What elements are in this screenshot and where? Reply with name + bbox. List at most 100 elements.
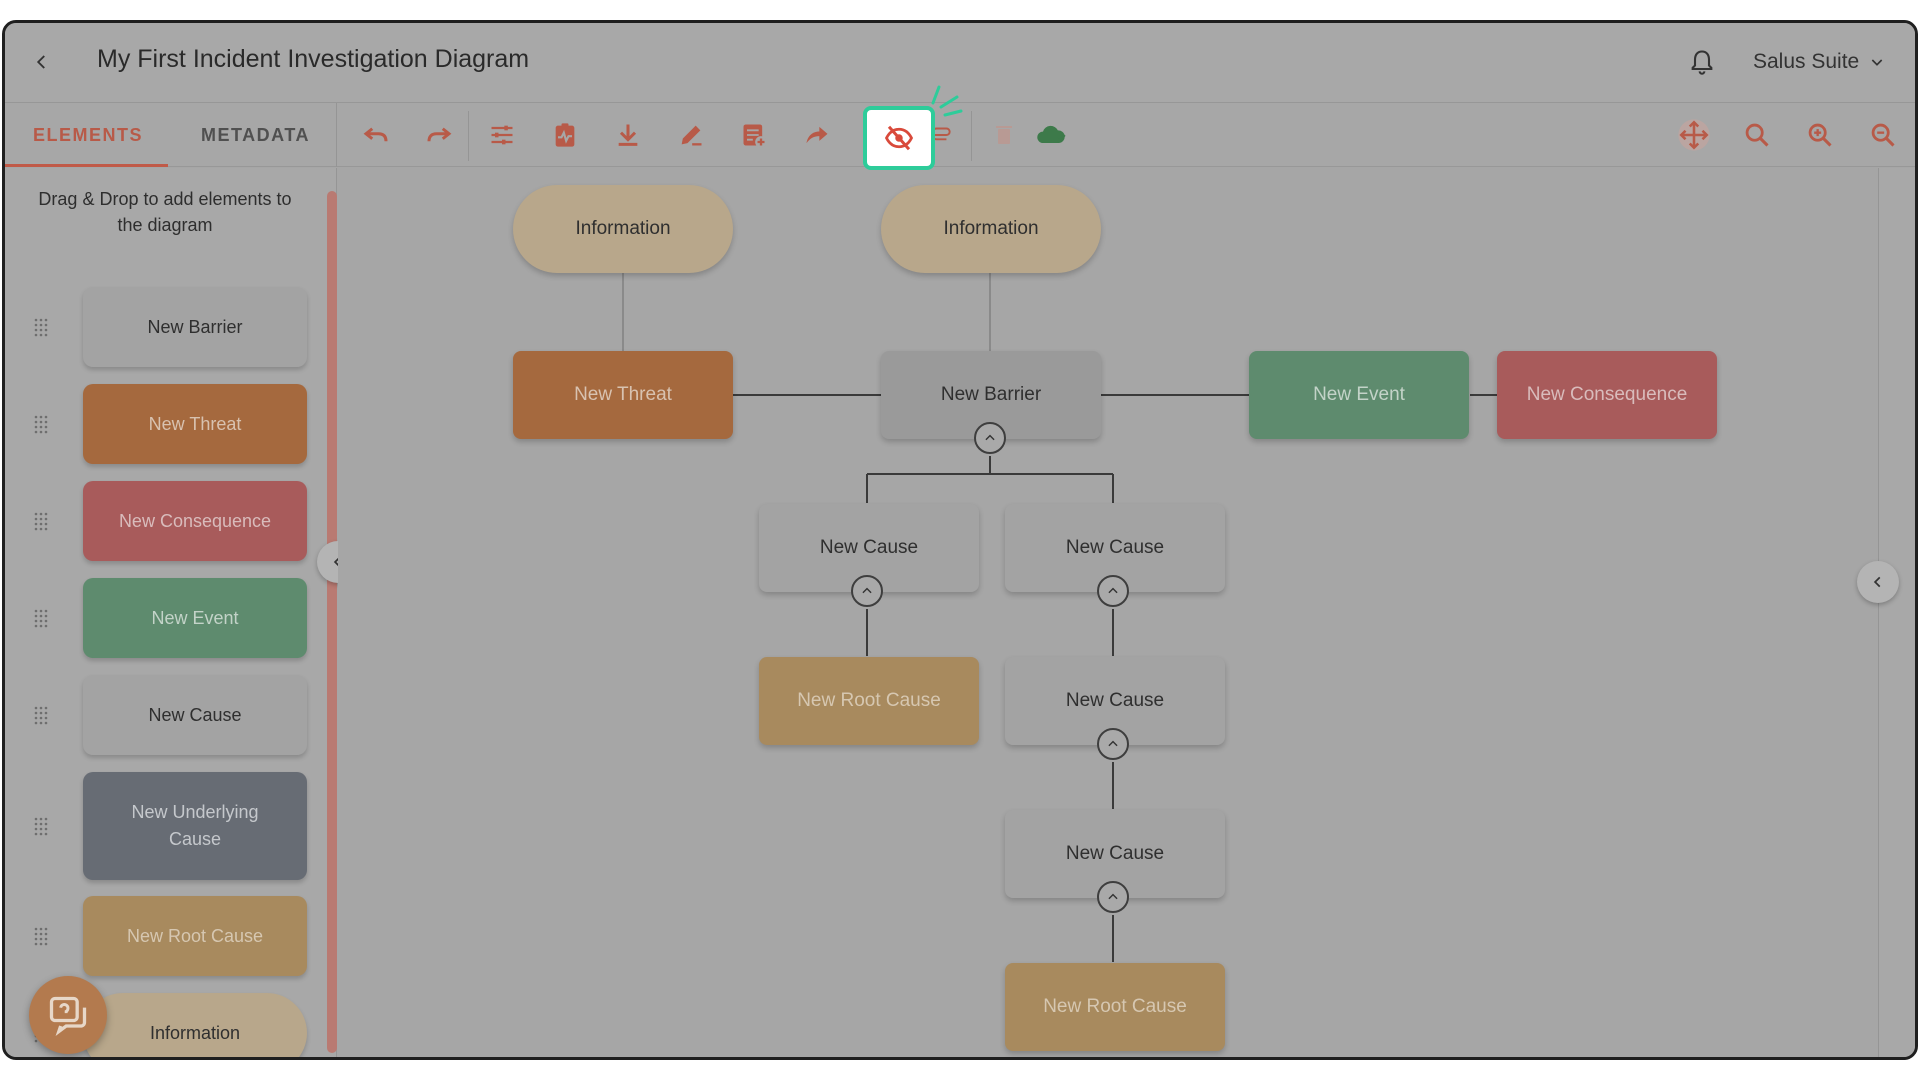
expand-right-panel-button[interactable] — [1857, 561, 1899, 603]
download-button[interactable] — [606, 113, 650, 157]
collapse-toggle[interactable] — [1097, 881, 1129, 913]
collapse-toggle[interactable] — [1097, 728, 1129, 760]
eye-off-icon — [884, 125, 914, 151]
diagram-node-root1[interactable]: New Root Cause — [759, 657, 979, 745]
panel-hint: Drag & Drop to add elements to the diagr… — [38, 189, 292, 235]
diagram-node-label: New Cause — [1065, 537, 1165, 558]
diagram-node-cause3[interactable]: New Cause — [1005, 657, 1225, 745]
toolbar: ELEMENTS METADATA — [5, 103, 1915, 167]
diagram-node-label: New Cause — [819, 537, 919, 558]
panel-tabs: ELEMENTS METADATA — [5, 103, 337, 167]
chevron-down-icon — [1871, 59, 1883, 66]
add-note-button[interactable] — [732, 113, 776, 157]
toggle-visibility-button[interactable] — [863, 106, 935, 170]
diagram-node-consequence[interactable]: New Consequence — [1497, 351, 1717, 439]
zoom-in-icon — [1808, 123, 1832, 147]
edit-button[interactable] — [669, 113, 713, 157]
clipboard-pulse-icon — [555, 123, 575, 147]
palette-item[interactable]: New Root Cause — [83, 896, 307, 976]
elements-panel: Drag & Drop to add elements to the diagr… — [5, 168, 337, 1057]
toolbar-divider — [971, 111, 972, 161]
settings-sliders-button[interactable] — [480, 113, 524, 157]
diagram-node-event[interactable]: New Event — [1249, 351, 1469, 439]
chevron-up-icon — [1108, 893, 1118, 900]
drag-handle-icon[interactable] — [33, 511, 49, 531]
delete-button[interactable] — [982, 113, 1026, 157]
chevron-left-icon — [1873, 576, 1881, 588]
drag-handle-icon[interactable] — [33, 705, 49, 725]
palette-item[interactable]: New Threat — [83, 384, 307, 464]
search-button[interactable] — [1735, 113, 1779, 157]
drag-handle-icon[interactable] — [33, 608, 49, 628]
chevron-up-icon — [862, 587, 872, 594]
tune-icon — [491, 125, 513, 145]
page-title: My First Incident Investigation Diagram — [97, 45, 530, 73]
chevron-up-icon — [1108, 740, 1118, 747]
help-chat-button[interactable] — [29, 976, 107, 1054]
diagram-node-label: New Root Cause — [1043, 996, 1187, 1017]
right-panel-strip — [1878, 168, 1915, 1057]
zoom-in-button[interactable] — [1798, 113, 1842, 157]
click-spark-icon — [931, 85, 963, 117]
collapse-toggle[interactable] — [974, 422, 1006, 454]
palette-item-label: New Event — [151, 607, 239, 628]
share-arrow-icon — [806, 126, 828, 144]
diagram-node-label: Information — [575, 218, 671, 239]
tab-metadata[interactable]: METADATA — [201, 125, 310, 145]
pencil-icon — [681, 125, 702, 146]
pan-move-button[interactable] — [1672, 113, 1716, 157]
app-window: My First Incident Investigation Diagram … — [2, 20, 1918, 1060]
palette-item[interactable]: New Consequence — [83, 481, 307, 561]
diagram-node-label: New Threat — [574, 384, 672, 405]
palette-item-label: New Underlying Cause — [131, 802, 259, 849]
palette-item-label: Information — [149, 1022, 241, 1043]
download-icon — [618, 124, 638, 146]
drag-handle-icon[interactable] — [33, 926, 49, 946]
org-name: Salus Suite — [1753, 50, 1860, 73]
diagram-node-info2[interactable]: Information — [881, 185, 1101, 273]
diagram-node-label: Information — [943, 218, 1039, 239]
chevron-left-icon — [36, 55, 45, 69]
notifications-button[interactable] — [1685, 45, 1719, 79]
collapse-toggle[interactable] — [851, 575, 883, 607]
report-clipboard-button[interactable] — [543, 113, 587, 157]
search-icon — [1745, 123, 1769, 147]
diagram-node-root2[interactable]: New Root Cause — [1005, 963, 1225, 1051]
undo-icon — [363, 127, 388, 142]
org-switcher[interactable]: Salus Suite — [1753, 50, 1885, 74]
active-tab-indicator — [5, 164, 168, 167]
drag-handle-icon[interactable] — [33, 317, 49, 337]
undo-button[interactable] — [354, 113, 398, 157]
tab-elements[interactable]: ELEMENTS — [33, 125, 144, 145]
diagram-node-label: New Root Cause — [797, 690, 941, 711]
diagram-node-label: New Cause — [1065, 690, 1165, 711]
bell-icon — [1691, 50, 1713, 75]
palette-item[interactable]: New Cause — [83, 675, 307, 755]
chevron-up-icon — [1108, 587, 1118, 594]
palette-item[interactable]: New Event — [83, 578, 307, 658]
share-button[interactable] — [795, 113, 839, 157]
trash-icon — [996, 126, 1012, 144]
chevron-up-icon — [985, 434, 995, 441]
cloud-sync-status[interactable] — [1029, 113, 1073, 157]
chat-help-icon — [49, 996, 87, 1036]
redo-button[interactable] — [417, 113, 461, 157]
drag-handle-icon[interactable] — [33, 816, 49, 836]
palette-item-label: New Cause — [148, 704, 242, 725]
diagram-canvas[interactable] — [338, 168, 1878, 1057]
back-button[interactable] — [27, 47, 57, 77]
drag-handle-icon[interactable] — [33, 414, 49, 434]
zoom-out-icon — [1871, 123, 1895, 147]
diagram-node-threat[interactable]: New Threat — [513, 351, 733, 439]
zoom-out-button[interactable] — [1861, 113, 1905, 157]
panel-scrollbar[interactable] — [327, 191, 337, 1053]
palette-item[interactable]: New Underlying Cause — [83, 772, 307, 880]
palette-item[interactable]: Information — [83, 993, 307, 1057]
collapse-toggle[interactable] — [1097, 575, 1129, 607]
palette-item[interactable]: New Barrier — [83, 287, 307, 367]
palette-item-label: New Barrier — [147, 316, 243, 337]
diagram-node-info1[interactable]: Information — [513, 185, 733, 273]
toolbar-divider — [468, 111, 469, 161]
palette-item-label: New Root Cause — [126, 925, 264, 946]
move-arrows-icon — [1678, 119, 1710, 151]
